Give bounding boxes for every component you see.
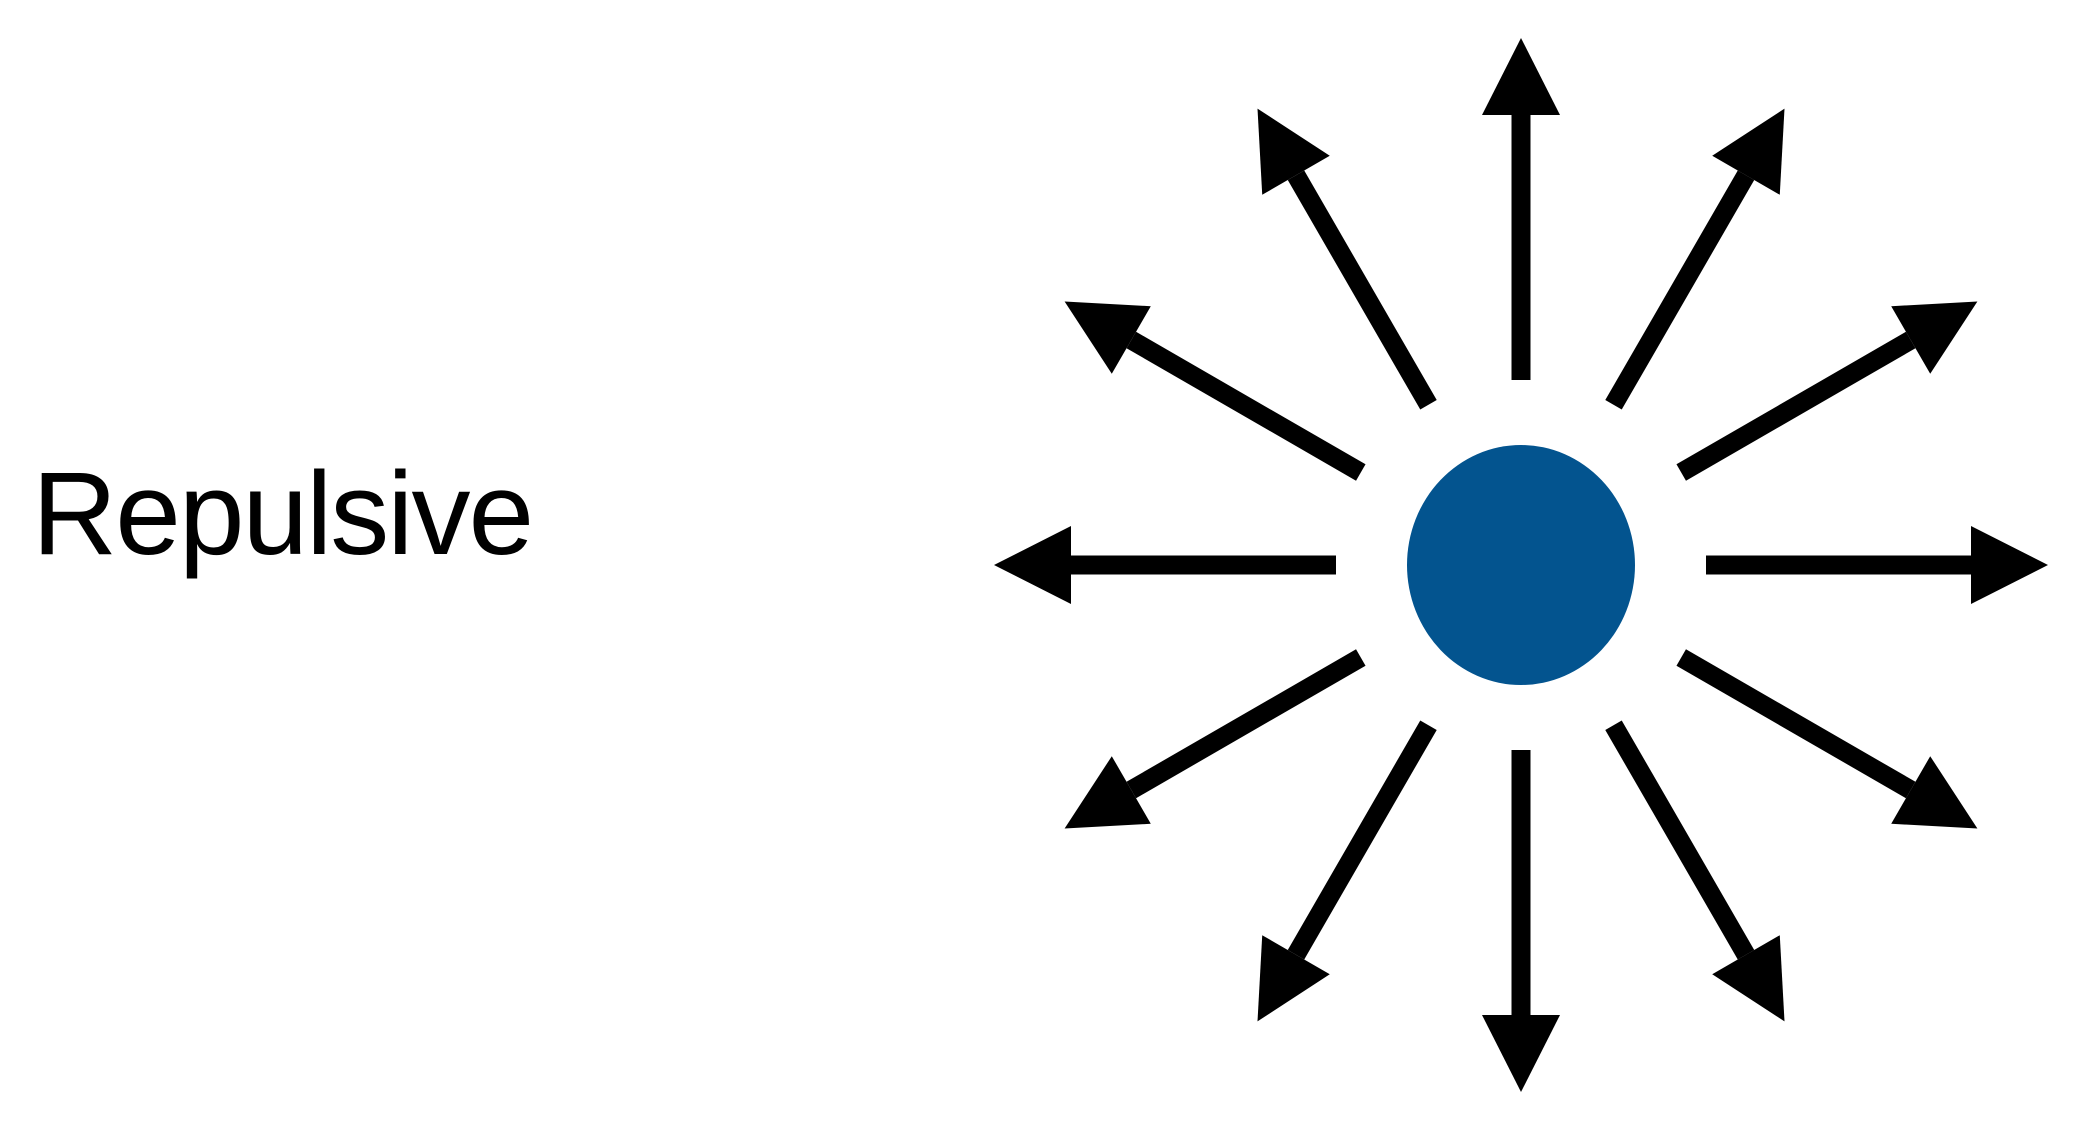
arrow-shaft-60deg [1605,170,1755,410]
arrow-head-180deg [994,526,1071,604]
arrow-head-0deg [1971,526,2048,604]
arrow-head-210deg [1064,756,1151,829]
arrow-shaft-300deg [1605,720,1755,960]
arrow-shaft-210deg [1126,649,1366,799]
arrow-shaft-120deg [1287,170,1437,410]
arrow-head-150deg [1064,301,1151,374]
arrow-shaft-150deg [1126,331,1366,481]
center-charge-dot [1407,445,1635,685]
arrow-group [994,38,2048,1092]
arrow-shaft-0deg [1706,555,1971,575]
arrow-head-330deg [1891,756,1978,829]
arrow-shaft-30deg [1676,331,1916,481]
arrow-shaft-240deg [1287,720,1437,960]
arrow-head-120deg [1257,108,1330,195]
arrow-head-270deg [1482,1015,1560,1092]
arrow-shaft-270deg [1511,750,1531,1015]
arrow-head-60deg [1712,108,1785,195]
arrow-head-300deg [1712,935,1785,1022]
arrow-shaft-330deg [1676,649,1916,799]
arrow-head-30deg [1891,301,1978,374]
arrow-head-240deg [1257,935,1330,1022]
arrow-shaft-90deg [1511,115,1531,380]
diagram-label: Repulsive [32,448,534,580]
arrow-shaft-180deg [1071,555,1336,575]
arrow-head-90deg [1482,38,1560,115]
